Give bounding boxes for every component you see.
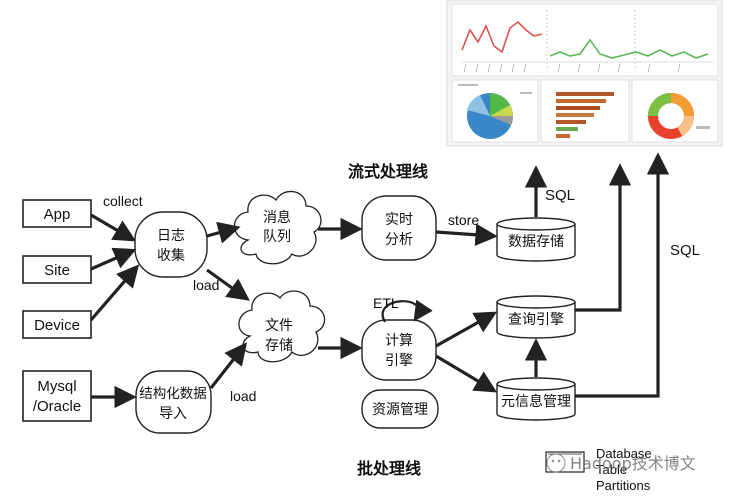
source-db-line2: /Oracle [33, 398, 81, 415]
source-site-label: Site [44, 262, 70, 279]
label-store: store [448, 212, 479, 228]
file-storage-line2: 存储 [265, 338, 293, 354]
arrow-query-up [575, 163, 632, 312]
arrow-log-to-mq [206, 221, 241, 244]
metadata-management-label: 元信息管理 [501, 393, 571, 410]
arrow-device-to-log [89, 264, 140, 322]
arrow-compute-to-query [435, 311, 498, 348]
node-realtime-analysis: 实时 分析 [361, 195, 437, 261]
label-etl: ETL [373, 295, 399, 311]
watermark-text: Hadoop技术博文 [570, 454, 696, 473]
arrow-site-to-log [90, 247, 137, 271]
arrow-meta-up [575, 152, 670, 398]
label-collect: collect [103, 193, 143, 209]
source-device: Device [22, 310, 92, 339]
structured-import-line1: 结构化数据 [139, 386, 207, 402]
arrow-realtime-to-store [435, 223, 498, 246]
node-resource-management: 资源管理 [361, 389, 439, 429]
arrow-log-to-file [206, 268, 250, 301]
source-app-label: App [44, 206, 71, 223]
arrow-import-to-file [209, 342, 247, 389]
arrow-etl-loop [381, 299, 433, 323]
node-metadata-management: 元信息管理 [496, 377, 576, 421]
arrows [89, 152, 670, 409]
log-collection-line2: 收集 [157, 247, 185, 264]
source-device-label: Device [34, 317, 80, 334]
realtime-line1: 实时 [385, 212, 413, 228]
label-load-bottom: load [230, 388, 256, 404]
message-queue-line1: 消息 [263, 209, 291, 226]
file-storage-line1: 文件 [265, 318, 293, 334]
legend-database: Database [596, 446, 652, 461]
stream-section-title: 流式处理线 [348, 162, 428, 181]
node-data-storage: 数据存储 [496, 217, 576, 262]
label-load-top: load [193, 277, 219, 293]
node-file-storage: 文件 存储 [238, 290, 326, 363]
node-compute-engine: 计算 引擎 [361, 319, 437, 381]
resource-management-label: 资源管理 [372, 402, 428, 418]
source-site: Site [22, 255, 92, 284]
bar-chart-panel [540, 79, 630, 143]
red-series-line [461, 20, 543, 54]
line-chart-panel [451, 3, 719, 77]
realtime-line2: 分析 [385, 232, 413, 248]
green-series-line [549, 38, 709, 59]
query-engine-label: 查询引擎 [508, 312, 564, 328]
source-app: App [22, 199, 92, 228]
node-message-queue: 消息 队列 [233, 190, 322, 265]
node-log-collection: 日志 收集 [134, 211, 208, 278]
arrow-compute-to-meta [435, 354, 498, 393]
node-query-engine: 查询引擎 [496, 295, 576, 339]
pie-chart-panel [451, 79, 539, 143]
message-queue-line2: 队列 [263, 229, 291, 245]
dashboard-thumbnail [446, 0, 723, 147]
legend-partitions: Partitions [596, 478, 651, 493]
legend-table: Table [596, 462, 627, 477]
label-sql-left: SQL [545, 187, 575, 204]
wechat-icon [546, 453, 566, 473]
compute-engine-line2: 引擎 [385, 353, 413, 369]
source-database: Mysql /Oracle [22, 370, 92, 422]
structured-import-line2: 导入 [159, 406, 187, 422]
source-db-line1: Mysql [37, 378, 76, 395]
arrow-app-to-log [90, 213, 137, 242]
label-sql-right: SQL [670, 242, 700, 259]
compute-engine-line1: 计算 [385, 333, 413, 349]
data-storage-label: 数据存储 [508, 234, 564, 250]
batch-section-title: 批处理线 [357, 459, 421, 478]
donut-chart-panel [631, 79, 719, 143]
log-collection-line1: 日志 [157, 228, 185, 244]
node-structured-import: 结构化数据 导入 [135, 370, 212, 434]
watermark: Hadoop技术博文 [546, 453, 696, 473]
